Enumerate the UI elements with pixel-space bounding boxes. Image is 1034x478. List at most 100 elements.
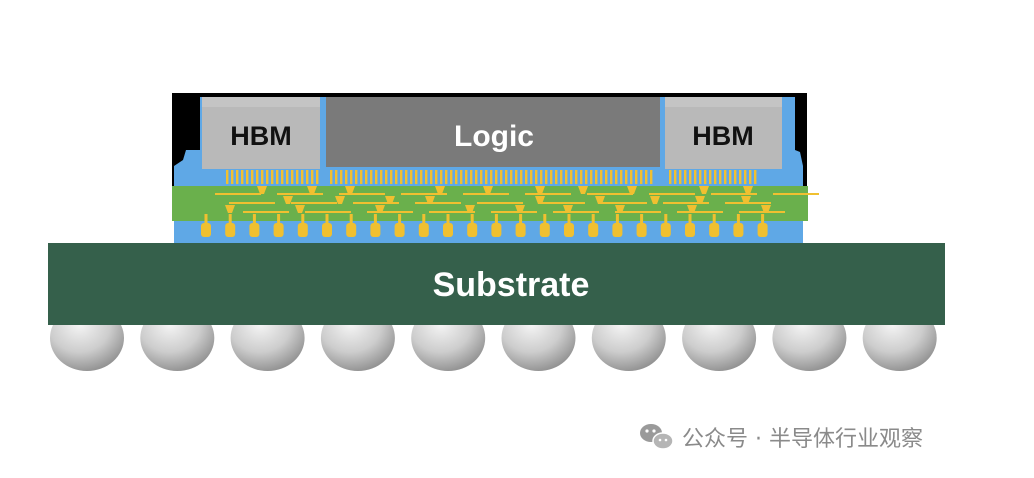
interposer-trace — [615, 211, 661, 213]
micro-bump — [405, 170, 408, 184]
micro-bump — [650, 170, 653, 184]
micro-bump — [724, 170, 727, 184]
substrate-label: Substrate — [433, 266, 590, 304]
micro-bump — [510, 170, 513, 184]
interposer-via — [307, 186, 317, 194]
c4-bump-stem — [422, 214, 426, 223]
c4-bump-stem — [325, 214, 329, 223]
micro-bump — [410, 170, 413, 184]
interposer-via — [345, 186, 355, 194]
micro-bump — [415, 170, 418, 184]
micro-bump — [754, 170, 757, 184]
micro-bump — [385, 170, 388, 184]
c4-bump-stem — [761, 214, 765, 223]
interposer-traces — [215, 186, 819, 213]
c4-bump-stem — [567, 214, 571, 223]
interposer-trace — [429, 211, 475, 213]
micro-bump — [640, 170, 643, 184]
interposer-trace — [739, 211, 785, 213]
micro-bump — [455, 170, 458, 184]
micro-bump — [246, 170, 249, 184]
interposer-trace — [663, 202, 709, 204]
interposer-via — [335, 196, 345, 204]
c4-bump-stem — [664, 214, 668, 223]
micro-bump — [226, 170, 229, 184]
micro-bump — [595, 170, 598, 184]
interposer-via — [375, 205, 385, 213]
micro-bump — [734, 170, 737, 184]
c4-bump — [249, 223, 260, 237]
micro-bump — [445, 170, 448, 184]
micro-bump — [440, 170, 443, 184]
micro-bump — [505, 170, 508, 184]
c4-bump — [467, 223, 478, 237]
interposer-trace — [215, 193, 261, 195]
micro-bump — [749, 170, 752, 184]
c4-bump-stem — [519, 214, 523, 223]
interposer-trace — [401, 193, 447, 195]
interposer-trace — [367, 211, 413, 213]
interposer-via — [743, 186, 753, 194]
c4-bump-stem — [736, 214, 740, 223]
micro-bump — [684, 170, 687, 184]
substrate — [48, 243, 945, 325]
c4-bump-stem — [640, 214, 644, 223]
c4-bump — [757, 223, 768, 237]
micro-bump — [600, 170, 603, 184]
micro-bump — [500, 170, 503, 184]
interposer-via — [535, 196, 545, 204]
micro-bump — [739, 170, 742, 184]
c4-bump — [418, 223, 429, 237]
micro-bump — [355, 170, 358, 184]
micro-bump — [515, 170, 518, 184]
c4-bump — [660, 223, 671, 237]
c4-bump — [443, 223, 453, 237]
watermark-text: 公众号 · 半导体行业观察 — [682, 427, 923, 452]
micro-bump — [669, 170, 672, 184]
c4-bump-stem — [373, 214, 377, 223]
micro-bump — [251, 170, 254, 184]
interposer-via — [615, 205, 625, 213]
micro-bump — [271, 170, 274, 184]
c4-bump — [491, 223, 502, 237]
c4-bump — [733, 223, 744, 237]
micro-bump — [360, 170, 363, 184]
interposer-via — [483, 186, 493, 194]
interposer-via — [578, 186, 588, 194]
c4-bump — [297, 223, 308, 237]
micro-bump — [719, 170, 722, 184]
micro-bump — [316, 170, 319, 184]
interposer-trace — [291, 202, 337, 204]
interposer-trace — [243, 211, 289, 213]
interposer-trace — [773, 193, 819, 195]
micro-bump — [475, 170, 478, 184]
micro-bump — [575, 170, 578, 184]
micro-bump — [375, 170, 378, 184]
c4-bump-stem — [349, 214, 353, 223]
interposer-trace — [711, 193, 757, 195]
hbm-left-label: HBM — [230, 121, 292, 151]
micro-bump — [276, 170, 279, 184]
micro-bump — [301, 170, 304, 184]
micro-bump — [645, 170, 648, 184]
micro-bump — [335, 170, 338, 184]
micro-bump — [535, 170, 538, 184]
logic-die — [326, 97, 660, 167]
logic-label: Logic — [454, 120, 534, 153]
interposer-via — [283, 196, 293, 204]
micro-bump — [635, 170, 638, 184]
interposer-via — [695, 196, 705, 204]
micro-bump — [565, 170, 568, 184]
interposer-trace — [553, 211, 599, 213]
interposer-via — [385, 196, 395, 204]
micro-bump — [311, 170, 314, 184]
micro-bump — [525, 170, 528, 184]
c4-bump-stem — [204, 214, 208, 223]
interposer-via — [535, 186, 545, 194]
c4-bump-stem — [398, 214, 402, 223]
micro-bump — [625, 170, 628, 184]
micro-bump — [545, 170, 548, 184]
c4-bump — [225, 223, 236, 237]
micro-bump — [694, 170, 697, 184]
